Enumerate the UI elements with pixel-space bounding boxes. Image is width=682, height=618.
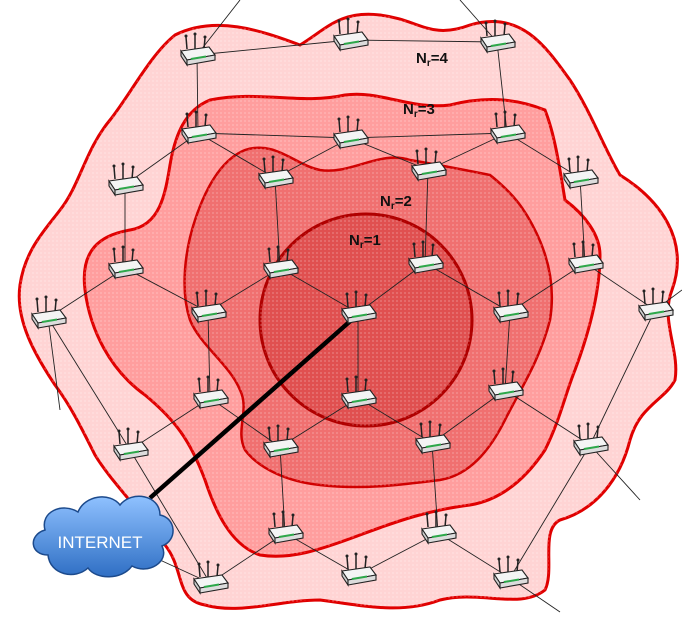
mesh-link xyxy=(431,389,506,444)
mesh-link xyxy=(279,446,286,534)
mesh-link xyxy=(437,532,511,579)
mesh-link xyxy=(279,267,359,314)
svg-text:Nr=4: Nr=4 xyxy=(416,50,449,69)
mesh-link xyxy=(584,262,656,311)
mesh-link xyxy=(579,177,586,264)
mesh-link xyxy=(47,317,61,411)
mesh-link xyxy=(196,39,351,56)
mesh-link xyxy=(357,397,433,444)
mesh-link xyxy=(47,267,126,319)
mesh-link xyxy=(209,397,281,448)
mesh-link xyxy=(124,132,199,186)
zone-label-nr1: Nr=1 xyxy=(349,232,381,251)
mesh-link xyxy=(349,39,498,43)
mesh-link xyxy=(459,0,498,43)
zone-label-nr4: Nr=4 xyxy=(416,50,449,69)
internet-cloud-icon: INTERNET xyxy=(32,495,174,578)
mesh-link xyxy=(589,309,656,446)
mesh-link xyxy=(279,397,359,448)
mesh-link xyxy=(509,444,591,579)
mesh-link xyxy=(129,397,211,451)
mesh-link xyxy=(207,311,211,399)
mesh-link xyxy=(424,262,511,313)
svg-text:Nr=2: Nr=2 xyxy=(380,193,412,212)
mesh-link xyxy=(47,317,131,451)
mesh-link xyxy=(504,311,511,391)
mesh-link xyxy=(197,132,351,139)
mesh-link xyxy=(196,54,199,134)
mesh-link xyxy=(129,449,211,584)
mesh-link xyxy=(431,442,439,534)
mesh-link xyxy=(504,389,591,446)
mesh-link xyxy=(274,177,281,269)
svg-text:Nr=3: Nr=3 xyxy=(403,101,435,120)
zone-label-nr2: Nr=2 xyxy=(380,193,412,212)
internet-label: INTERNET xyxy=(58,533,143,552)
mesh-link xyxy=(124,267,209,313)
svg-text:Nr=1: Nr=1 xyxy=(349,232,381,251)
mesh-link xyxy=(506,132,581,179)
mesh-link xyxy=(284,532,359,576)
mesh-link xyxy=(589,444,641,501)
mesh-link xyxy=(424,169,429,264)
gateway-link xyxy=(148,314,358,500)
zone-label-nr3: Nr=3 xyxy=(403,101,435,120)
mesh-link xyxy=(209,532,286,584)
mesh-link xyxy=(197,132,276,179)
mesh-link xyxy=(349,132,508,139)
